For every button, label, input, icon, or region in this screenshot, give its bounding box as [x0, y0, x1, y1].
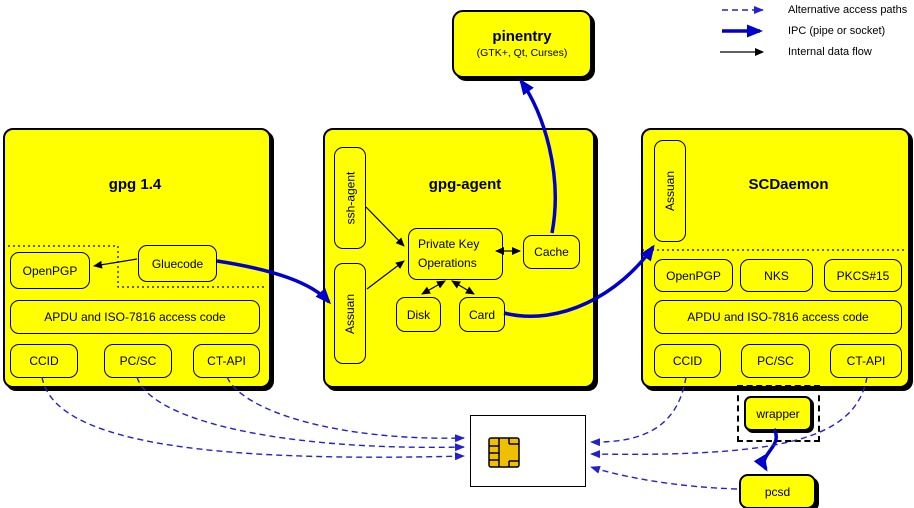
scdaemon-pkcs15-label: PKCS#15 — [836, 268, 890, 283]
private-key-operations-module: Private Key Operations — [408, 228, 503, 280]
scdaemon-ccid-module: CCID — [654, 344, 721, 378]
gpg-agent-assuan-label: Assuan — [343, 293, 357, 334]
card-module: Card — [459, 297, 505, 332]
legend-label-internal-data-flow: Internal data flow — [788, 46, 872, 58]
gpg14-ccid-module: CCID — [10, 344, 78, 378]
scdaemon-apdu-module: APDU and ISO-7816 access code — [654, 300, 902, 334]
gpg14-gluecode-label: Gluecode — [151, 256, 204, 271]
alt-path-pcsd-to-card — [590, 465, 738, 490]
scdaemon-openpgp-label: OpenPGP — [666, 268, 721, 283]
scdaemon-ctapi-label: CT-API — [846, 354, 886, 368]
gpg14-title: gpg 1.4 — [108, 176, 162, 193]
disk-label: Disk — [406, 307, 431, 322]
pko-line1: Private Key — [418, 237, 480, 251]
card-label: Card — [468, 307, 495, 322]
cache-label: Cache — [534, 245, 569, 259]
scdaemon-pkcs15-module: PKCS#15 — [824, 259, 902, 292]
disk-module: Disk — [396, 297, 441, 332]
ssh-agent-label: ssh-agent — [343, 171, 358, 225]
legend-label-ipc: IPC (pipe or socket) — [788, 25, 886, 37]
pcsd-label: pcsd — [764, 484, 791, 499]
gpg14-ctapi-module: CT-API — [193, 344, 260, 378]
scdaemon-assuan-module: Assuan — [654, 140, 686, 242]
pinentry-box: pinentry (GTK+, Qt, Curses) — [452, 10, 592, 78]
gpg-agent-title: gpg-agent — [428, 176, 502, 193]
scdaemon-pcsc-label: PC/SC — [757, 354, 794, 368]
pko-line2: Operations — [418, 256, 477, 270]
pcsd-box: pcsd — [739, 474, 816, 508]
pinentry-title: pinentry — [492, 28, 552, 45]
gpg14-gluecode-module: Gluecode — [138, 245, 217, 282]
smartcard-chip-icon — [488, 437, 520, 468]
legend-label-alternative-access: Alternative access paths — [788, 4, 908, 16]
scdaemon-nks-label: NKS — [764, 268, 789, 283]
cache-module: Cache — [523, 235, 580, 269]
gpg14-apdu-module: APDU and ISO-7816 access code — [10, 300, 260, 334]
gpg14-pcsc-module: PC/SC — [104, 344, 172, 378]
gpg14-ctapi-label: CT-API — [207, 354, 246, 368]
scdaemon-openpgp-module: OpenPGP — [654, 259, 733, 292]
gpg14-pcsc-label: PC/SC — [119, 354, 157, 368]
pinentry-subtitle: (GTK+, Qt, Curses) — [476, 47, 568, 59]
scdaemon-pcsc-module: PC/SC — [741, 344, 810, 378]
gpg14-openpgp-label: OpenPGP — [22, 263, 78, 278]
gpg14-ccid-label: CCID — [29, 354, 59, 368]
wrapper-box: wrapper — [744, 396, 812, 431]
gpg14-openpgp-module: OpenPGP — [10, 252, 90, 289]
scdaemon-apdu-label: APDU and ISO-7816 access code — [687, 310, 869, 324]
alt-path-scdaemon-ctapi-to-card — [590, 376, 868, 459]
alt-path-gpg14-ccid-to-card — [41, 376, 465, 461]
gpg-agent-ssh-agent-module: ssh-agent — [334, 147, 366, 249]
smartcard — [470, 415, 586, 487]
gpg14-apdu-label: APDU and ISO-7816 access code — [44, 310, 226, 324]
scdaemon-assuan-label: Assuan — [663, 170, 677, 212]
scdaemon-ccid-label: CCID — [672, 354, 703, 368]
gpg-agent-assuan-module: Assuan — [334, 263, 366, 364]
scdaemon-nks-module: NKS — [740, 259, 813, 292]
scdaemon-title: SCDaemon — [748, 176, 829, 193]
scdaemon-ctapi-module: CT-API — [830, 344, 902, 378]
wrapper-label: wrapper — [756, 406, 800, 421]
